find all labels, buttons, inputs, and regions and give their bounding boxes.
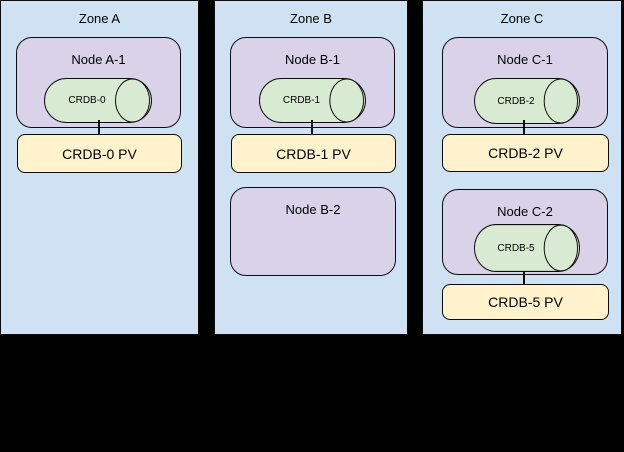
node-b-2-title: Node B-2 — [285, 202, 341, 217]
zone-c: Zone C Node C-1 CRDB-2 CRDB-2 PV Node C-… — [422, 0, 622, 335]
crdb-0-pv: CRDB-0 PV — [17, 134, 182, 173]
zone-b-title: Zone B — [290, 11, 332, 26]
crdb-0-pod: CRDB-0 — [44, 78, 152, 123]
crdb-2-pod: CRDB-2 — [474, 78, 580, 124]
node-a-1: Node A-1 CRDB-0 — [16, 37, 181, 128]
node-c-2-title: Node C-2 — [497, 204, 553, 219]
crdb-0-pod-label: CRDB-0 — [68, 95, 106, 106]
crdb-5-pv-connector — [523, 271, 525, 285]
zone-b: Zone B Node B-1 CRDB-1 CRDB-1 PV Node B-… — [214, 0, 408, 335]
node-c-2: Node C-2 CRDB-5 — [442, 189, 608, 275]
crdb-2-pod-label: CRDB-2 — [497, 95, 535, 107]
crdb-1-pod: CRDB-1 — [259, 78, 366, 123]
crdb-5-pod-label: CRDB-5 — [497, 242, 535, 254]
crdb-0-pv-connector — [98, 120, 100, 135]
database-cylinder-icon — [44, 78, 152, 123]
database-cylinder-icon — [474, 224, 580, 272]
zone-a-title: Zone A — [78, 11, 121, 26]
zone-a: Zone A Node A-1 CRDB-0 CRDB-0 PV — [0, 0, 199, 335]
crdb-5-pod: CRDB-5 — [474, 224, 580, 272]
zone-c-title: Zone C — [500, 11, 544, 26]
node-c-1: Node C-1 CRDB-2 — [442, 37, 608, 128]
node-b-2: Node B-2 — [230, 187, 396, 276]
crdb-1-pv-connector — [311, 120, 313, 135]
node-b-1: Node B-1 CRDB-1 — [230, 37, 395, 128]
database-cylinder-icon — [259, 78, 366, 123]
database-cylinder-icon — [474, 78, 580, 124]
crdb-1-pod-label: CRDB-1 — [282, 95, 321, 106]
node-b-1-title: Node B-1 — [285, 52, 340, 67]
crdb-5-pv: CRDB-5 PV — [442, 284, 609, 320]
crdb-2-pv-connector — [523, 120, 525, 135]
crdb-2-pv: CRDB-2 PV — [442, 134, 609, 172]
node-c-1-title: Node C-1 — [497, 52, 553, 67]
node-a-1-title: Node A-1 — [71, 52, 126, 67]
crdb-1-pv: CRDB-1 PV — [231, 134, 396, 173]
